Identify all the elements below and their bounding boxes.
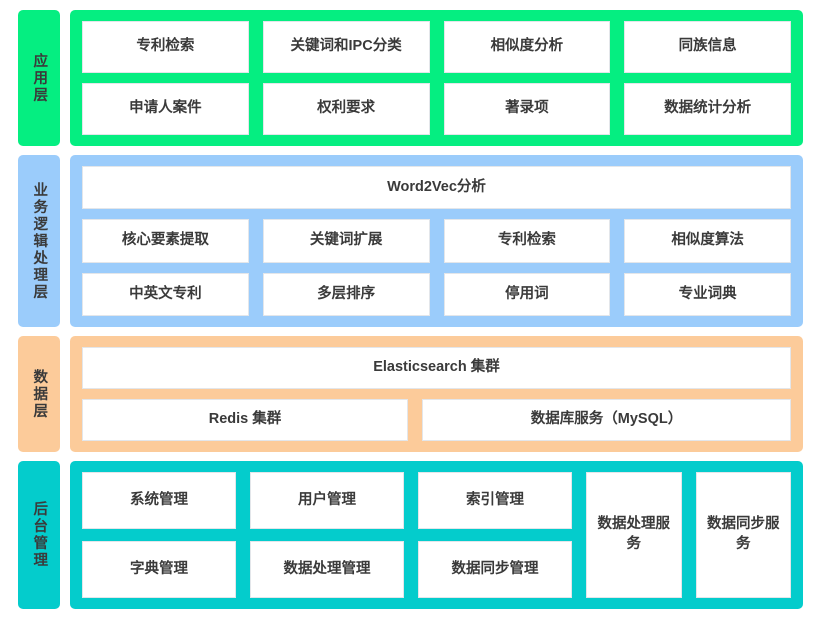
node-box[interactable]: 字典管理	[82, 541, 236, 598]
node-box[interactable]: 相似度分析	[443, 21, 611, 73]
layer-row: 专利检索 关键词和IPC分类 相似度分析 同族信息	[82, 21, 791, 73]
node-box[interactable]: 同族信息	[624, 21, 791, 73]
node-box[interactable]: 数据同步服务	[695, 472, 791, 598]
node-box[interactable]: 专利检索	[82, 21, 249, 73]
layer-data: 数据层 Elasticsearch 集群 Redis 集群 数据库服务（MySQ…	[18, 336, 803, 452]
node-box[interactable]: 专利检索	[443, 219, 611, 263]
node-box[interactable]: Word2Vec分析	[82, 166, 791, 210]
layer-application: 应用层 专利检索 关键词和IPC分类 相似度分析 同族信息 申请人案件 权利要求…	[18, 10, 803, 146]
node-box[interactable]: 中英文专利	[82, 272, 249, 316]
layer-backend-management: 后台管理 系统管理 用户管理 索引管理 数据处理服务 数据同步服务 字典管理 数…	[18, 461, 803, 609]
node-box[interactable]: 系统管理	[82, 472, 236, 529]
layer-row: 中英文专利 多层排序 停用词 专业词典	[82, 272, 791, 316]
node-box[interactable]: 数据库服务（MySQL）	[422, 399, 791, 441]
node-box[interactable]: 著录项	[443, 83, 611, 135]
node-box[interactable]: 索引管理	[418, 472, 573, 529]
node-box[interactable]: 核心要素提取	[82, 219, 249, 263]
node-box[interactable]: 权利要求	[262, 83, 430, 135]
node-box[interactable]: 多层排序	[262, 272, 430, 316]
admin-grid: 系统管理 用户管理 索引管理 数据处理服务 数据同步服务 字典管理 数据处理管理…	[82, 472, 791, 598]
node-box[interactable]: 数据处理服务	[586, 472, 682, 598]
layer-body-data: Elasticsearch 集群 Redis 集群 数据库服务（MySQL）	[70, 336, 803, 452]
node-box[interactable]: 停用词	[443, 272, 611, 316]
layer-label-backend-management: 后台管理	[18, 461, 60, 609]
node-box[interactable]: 用户管理	[250, 472, 405, 529]
node-box[interactable]: 数据同步管理	[418, 541, 573, 598]
layer-body-application: 专利检索 关键词和IPC分类 相似度分析 同族信息 申请人案件 权利要求 著录项…	[70, 10, 803, 146]
node-box[interactable]: Elasticsearch 集群	[82, 347, 791, 389]
node-box[interactable]: 数据处理管理	[250, 541, 405, 598]
layer-label-data: 数据层	[18, 336, 60, 452]
node-box[interactable]: 申请人案件	[82, 83, 249, 135]
node-box[interactable]: 相似度算法	[624, 219, 791, 263]
layer-body-backend-management: 系统管理 用户管理 索引管理 数据处理服务 数据同步服务 字典管理 数据处理管理…	[70, 461, 803, 609]
layer-row: 核心要素提取 关键词扩展 专利检索 相似度算法	[82, 219, 791, 263]
node-box[interactable]: 关键词和IPC分类	[262, 21, 430, 73]
layer-row: Elasticsearch 集群	[82, 347, 791, 389]
node-box[interactable]: 关键词扩展	[262, 219, 430, 263]
layer-business-logic: 业务逻辑处理层 Word2Vec分析 核心要素提取 关键词扩展 专利检索 相似度…	[18, 155, 803, 327]
layer-body-business-logic: Word2Vec分析 核心要素提取 关键词扩展 专利检索 相似度算法 中英文专利…	[70, 155, 803, 327]
layer-row: Word2Vec分析	[82, 166, 791, 210]
layer-row: Redis 集群 数据库服务（MySQL）	[82, 399, 791, 441]
node-box[interactable]: 专业词典	[624, 272, 791, 316]
layer-label-application: 应用层	[18, 10, 60, 146]
node-box[interactable]: Redis 集群	[82, 399, 408, 441]
layer-label-business-logic: 业务逻辑处理层	[18, 155, 60, 327]
node-box[interactable]: 数据统计分析	[624, 83, 791, 135]
layer-row: 申请人案件 权利要求 著录项 数据统计分析	[82, 83, 791, 135]
